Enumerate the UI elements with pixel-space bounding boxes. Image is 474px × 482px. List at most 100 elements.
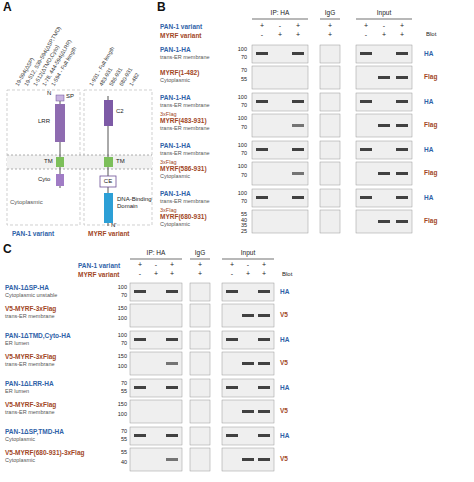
lane-sign: - [155, 261, 157, 269]
blot-antibody: Flag [424, 169, 437, 176]
location-label: Cytoplasmic [5, 457, 35, 463]
mw-marker: 55 [241, 76, 247, 82]
mw-marker: 100 [118, 315, 127, 321]
blot-band [360, 100, 372, 103]
dna-binding-domain [104, 193, 113, 223]
lane-sign: + [246, 270, 250, 278]
blot-strip [356, 141, 412, 159]
mw-marker: 70 [241, 172, 247, 178]
blot-strip [320, 45, 340, 63]
blot-band [292, 148, 304, 151]
blot-antibody: V5 [280, 311, 288, 318]
domain-label: Cyto [38, 176, 50, 183]
header-rule [130, 259, 182, 260]
blot-band [134, 386, 146, 389]
blot-antibody: V5 [280, 359, 288, 366]
construct-name: PAN-1ΔLRR-HA [5, 380, 54, 387]
header-rule [222, 259, 274, 260]
blot-band [292, 52, 304, 55]
construct-name: MYRF(586-931) [160, 165, 207, 172]
mw-marker: 100 [118, 411, 127, 417]
blot-band [166, 338, 178, 341]
lane-sign: + [170, 261, 174, 269]
column-header: IgG [325, 9, 335, 16]
tag-label: 3xFlag [160, 207, 177, 213]
blot-strip [252, 210, 308, 233]
row-label: PAN-1 variant [78, 262, 120, 269]
blot-band [292, 100, 304, 103]
lane-sign: + [154, 270, 158, 278]
construct-name: PAN-1-HA [160, 190, 191, 197]
blot-band [292, 172, 304, 175]
lane-sign: - [261, 31, 263, 39]
domain-label: LRR [38, 118, 50, 125]
blot-strip [222, 304, 274, 327]
blot-band [256, 100, 268, 103]
blot-antibody: Flag [424, 73, 437, 80]
blot-strip [356, 114, 412, 137]
lane-sign: + [296, 22, 300, 30]
lane-sign: + [328, 31, 332, 39]
blot-strip [356, 210, 412, 233]
blot-strip [222, 427, 274, 445]
lane-sign: + [296, 31, 300, 39]
blot-band [258, 434, 270, 437]
blot-band [396, 76, 408, 79]
lane-sign: + [170, 270, 174, 278]
blot-strip [190, 448, 210, 471]
blot-strip [356, 66, 412, 89]
construct-name: PAN-1ΔTMD,Cyto-HA [5, 332, 71, 339]
blot-band [360, 196, 372, 199]
blot-antibody: V5 [280, 407, 288, 414]
lrr-domain [55, 104, 65, 142]
blot-strip [252, 45, 308, 63]
panel-letter: B [157, 1, 166, 14]
construct-name: PAN-1-HA [160, 142, 191, 149]
blot-strip [222, 352, 274, 375]
blot-strip [252, 162, 308, 185]
mw-marker: 70 [241, 198, 247, 204]
location-label: Cytoplasmic unstable [5, 292, 57, 298]
blot-band [292, 124, 304, 127]
domain-label: TM [116, 158, 125, 165]
lane-sign: - [383, 22, 385, 30]
mw-marker: 150 [118, 305, 127, 311]
lane-sign: + [198, 261, 202, 269]
blot-antibody: HA [280, 336, 289, 343]
lane-sign: + [138, 261, 142, 269]
lane-sign: - [365, 31, 367, 39]
blot-strip [320, 162, 340, 185]
blot-band [166, 386, 178, 389]
mw-marker: 70 [121, 428, 127, 434]
mw-marker: 70 [121, 380, 127, 386]
blot-band [134, 338, 146, 341]
domain-label: TM [44, 158, 53, 165]
variant-title: MYRF variant [88, 230, 130, 237]
location-label: trans-ER membrane [160, 54, 210, 60]
blot-band [258, 338, 270, 341]
blot-strip [190, 352, 210, 375]
blot-band [396, 172, 408, 175]
mw-marker: 55 [241, 211, 247, 217]
blot-strip [190, 331, 210, 349]
mw-marker: 55 [121, 388, 127, 394]
mw-marker: 100 [238, 46, 247, 52]
blot-band [258, 386, 270, 389]
blot-band [166, 290, 178, 293]
lane-sign: - [279, 22, 281, 30]
lane-sign: - [139, 270, 141, 278]
blot-antibody: HA [424, 50, 433, 57]
lane-sign: - [231, 270, 233, 278]
construct-name: PAN-1ΔSP,TMD-HA [5, 428, 64, 435]
blot-strip [320, 210, 340, 233]
blot-strip [356, 189, 412, 207]
mw-marker: 70 [121, 340, 127, 346]
lane-sign: + [400, 22, 404, 30]
blot-strip [222, 331, 274, 349]
cyto-domain [56, 174, 64, 186]
blot-strip [190, 304, 210, 327]
blot-strip [252, 189, 308, 207]
mw-marker: 150 [118, 353, 127, 359]
